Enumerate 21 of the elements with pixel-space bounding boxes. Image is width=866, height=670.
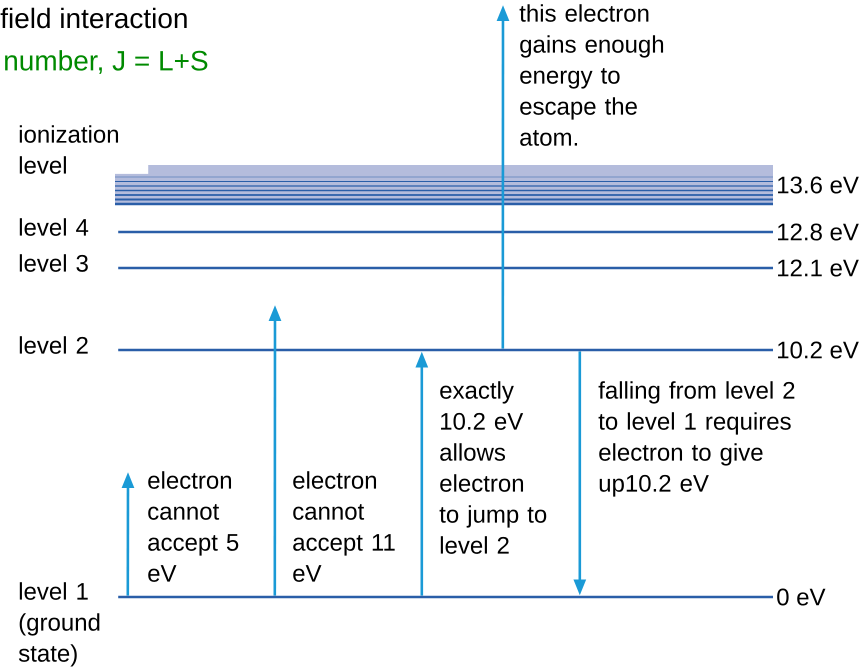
energy-level: level 3 12.1 eV [18,254,859,276]
energy-level: level 1 (ground state) 0 eV [18,582,826,667]
node-label: level 4 [20,218,88,236]
edge-label: electron cannot accept 11 eV [293,471,395,582]
edge-label: falling from level 2 to level 1 requires electron to give up10.2 eV [598,381,794,497]
node-label: level 2 [20,336,88,354]
heading-text: field interaction [0,8,187,28]
node-label: 10.2 eV [778,342,859,358]
node-label: 12.1 eV [778,260,859,276]
edge-label: exactly 10.2 eV allows electron to jump to level 2 [440,381,546,554]
node-label: 0 eV [777,588,826,606]
edge-label: electron cannot accept 5 eV [148,471,238,582]
node-label: level 1 (ground state) [18,582,100,667]
energy-level: level 4 12.8 eV [18,218,859,240]
node-label: 13.6 eV [778,176,859,194]
node-label: ionization level [20,125,118,174]
node-label: level 3 [20,254,88,272]
node-label: 12.8 eV [778,224,859,240]
energy-level: level 2 10.2 eV [18,336,859,358]
heading-text: number, J = L+S [5,50,208,74]
edge-label: this electron gains enough energy to escape the atom. [520,4,664,146]
